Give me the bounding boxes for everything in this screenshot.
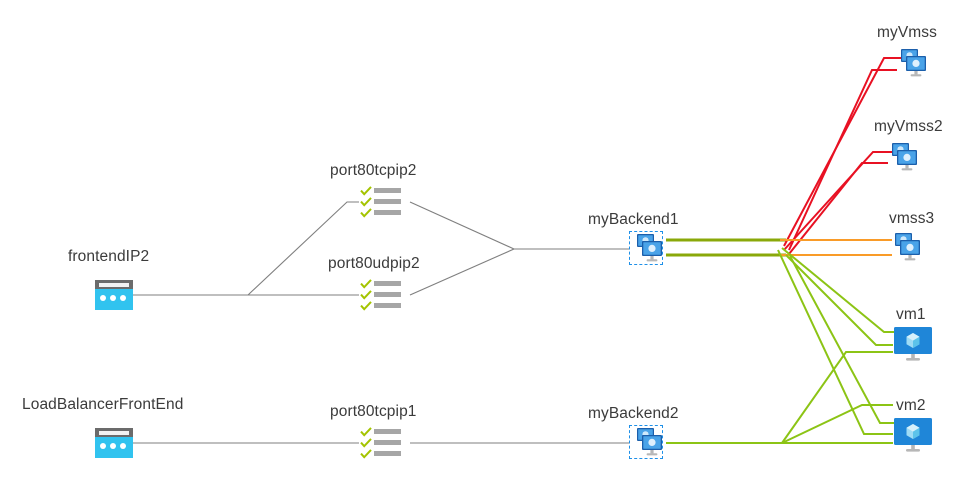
node-label-port80tcpip1: port80tcpip1 (330, 403, 417, 420)
node-label-frontendip2: frontendIP2 (68, 248, 150, 265)
edge-mybackend1-vm1-a (781, 247, 897, 333)
node-label-vm2: vm2 (896, 397, 926, 414)
backend-pool-icon[interactable] (632, 233, 666, 263)
edge-port80udpip2-mybackend1 (409, 248, 515, 296)
frontend-ip-dots (100, 295, 126, 301)
lb-rule-row (360, 438, 402, 448)
frontend-ip-dots (100, 443, 126, 449)
lb-rule-row (360, 208, 402, 218)
edge-mybackend1-myvmss2-a (783, 151, 896, 251)
node-label-port80tcpip2: port80tcpip2 (330, 162, 417, 179)
lb-rule-row (360, 449, 402, 459)
node-label-port80udpip2: port80udpip2 (328, 255, 420, 272)
lb-rule-bar (374, 292, 401, 297)
frontend-ip-top-bar (95, 280, 133, 289)
lb-rule-bar (374, 440, 401, 445)
lb-rule-bar (374, 429, 401, 434)
node-label-mybackend2: myBackend2 (588, 405, 679, 422)
frontend-ip-icon[interactable] (95, 428, 133, 458)
lb-rule-icon[interactable] (360, 186, 402, 220)
check-icon (360, 449, 372, 459)
lb-rule-bar (374, 199, 401, 204)
node-label-mybackend1: myBackend1 (588, 211, 679, 228)
check-icon (360, 290, 372, 300)
virtual-machine-icon[interactable] (892, 326, 934, 364)
lb-rule-row (360, 197, 402, 207)
lb-rule-row (360, 290, 402, 300)
check-icon (360, 279, 372, 289)
edge-mybackend2-vm1-a (781, 404, 893, 444)
edge-mybackend1-vm2-a (777, 249, 893, 435)
lb-rule-bar (374, 303, 401, 308)
lb-rule-row (360, 427, 402, 437)
backend-pool-icon[interactable] (632, 427, 666, 457)
vmss-icon[interactable] (896, 48, 930, 78)
lb-rule-row (360, 279, 402, 289)
frontend-ip-top-inner (99, 430, 129, 435)
check-icon (360, 427, 372, 437)
node-label-myvmss2: myVmss2 (874, 118, 943, 135)
frontend-ip-top-inner (99, 282, 129, 287)
check-icon (360, 208, 372, 218)
check-icon (360, 438, 372, 448)
node-label-loadbalancerfrontend: LoadBalancerFrontEnd (22, 396, 184, 413)
node-label-vmss3: vmss3 (889, 210, 935, 227)
edge-frontendip2-port80tcpip2 (247, 201, 359, 296)
edge-mybackend2-vm1-b (781, 351, 893, 444)
check-icon (360, 186, 372, 196)
frontend-ip-icon[interactable] (95, 280, 133, 310)
edge-mybackend1-myvmss-a (783, 57, 905, 247)
lb-rule-bar (374, 451, 401, 456)
edge-mybackend1-myvmss2-b (788, 162, 888, 255)
edge-mybackend1-vm1-b (785, 254, 893, 346)
frontend-ip-top-bar (95, 428, 133, 437)
lb-rule-bar (374, 281, 401, 286)
node-label-myvmss: myVmss (877, 24, 938, 41)
check-icon (360, 197, 372, 207)
node-label-vm1: vm1 (896, 306, 926, 323)
lb-rule-bar (374, 210, 401, 215)
virtual-machine-icon[interactable] (892, 417, 934, 455)
lb-rule-icon[interactable] (360, 279, 402, 313)
edge-mybackend1-myvmss-b (788, 69, 897, 251)
lb-rule-row (360, 301, 402, 311)
edge-port80tcpip2-mybackend1 (409, 201, 515, 250)
edge-mybackend1-vm2-b (789, 255, 897, 424)
vmss-icon[interactable] (887, 142, 921, 172)
check-icon (360, 301, 372, 311)
vmss-icon[interactable] (890, 232, 924, 262)
lb-rule-icon[interactable] (360, 427, 402, 461)
lb-rule-bar (374, 188, 401, 193)
lb-rule-row (360, 186, 402, 196)
